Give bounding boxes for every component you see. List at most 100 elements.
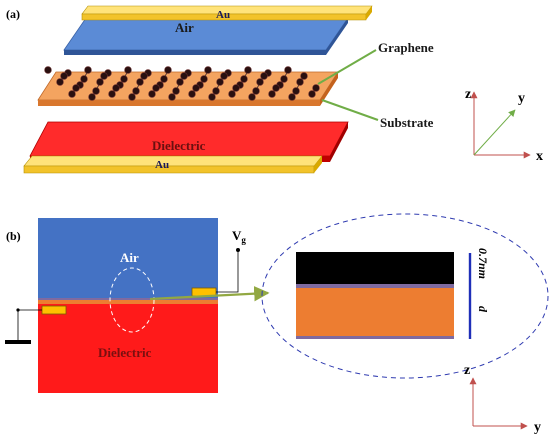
- air-region: [38, 218, 218, 298]
- graphene-atom: [108, 90, 116, 98]
- graphene-atom: [92, 87, 100, 95]
- graphene-atom: [192, 84, 200, 92]
- axes-a: z y x: [465, 87, 543, 164]
- graphene-atom: [244, 66, 252, 74]
- bottom-au-label: Au: [155, 159, 169, 171]
- air-label: Air: [175, 20, 194, 35]
- graphene-atom: [284, 66, 292, 74]
- axes-b: z y: [464, 363, 541, 435]
- graphene-atom: [168, 93, 176, 101]
- graphene-atom: [188, 90, 196, 98]
- graphene-atom: [112, 84, 120, 92]
- graphene-atom: [148, 90, 156, 98]
- graphene-atom: [124, 66, 132, 74]
- graphene-atom: [296, 78, 304, 86]
- axis-a-x-label: x: [536, 149, 543, 164]
- graphene-atom: [160, 75, 168, 83]
- graphene-atom: [260, 72, 268, 80]
- bottom-au-electrode: [23, 155, 323, 174]
- graphene-atom: [228, 90, 236, 98]
- ground-contact: [41, 305, 67, 315]
- graphene-atom: [128, 93, 136, 101]
- zoom-region: [109, 267, 155, 333]
- air-region-label: Air: [120, 250, 139, 265]
- gate-voltage-subscript: g: [241, 235, 246, 245]
- graphene-atom: [176, 78, 184, 86]
- zoom-arrow: [149, 286, 270, 302]
- graphene-atom: [140, 72, 148, 80]
- graphene-atom: [216, 78, 224, 86]
- thickness-value: 0.7nm: [476, 248, 490, 279]
- graphene-atom: [84, 66, 92, 74]
- dielectric-label: Dielectric: [152, 138, 206, 153]
- graphene-callout-line: [317, 49, 377, 85]
- top-au-electrode: [81, 5, 373, 21]
- substrate-strip: [38, 300, 218, 304]
- panel-a-label: (a): [6, 7, 20, 21]
- graphene-atom: [204, 66, 212, 74]
- gate-voltage-label: Vg: [232, 228, 246, 245]
- inset-ellipse: [261, 213, 549, 379]
- graphene-atom: [180, 72, 188, 80]
- air-slab: [63, 17, 349, 55]
- graphene-atom: [212, 87, 220, 95]
- axis-a-z-label: z: [465, 87, 471, 102]
- top-au-label: Au: [216, 9, 230, 21]
- gate-wire: [216, 250, 239, 293]
- gate-terminal: [236, 248, 240, 252]
- graphene-atom: [208, 93, 216, 101]
- dielectric-region: [38, 304, 218, 393]
- graphene-atom: [164, 66, 172, 74]
- graphene-atom: [312, 84, 320, 92]
- graphene-atom: [280, 75, 288, 83]
- graphene-atom: [44, 66, 52, 74]
- graphene-atom: [96, 78, 104, 86]
- graphene-atom: [136, 78, 144, 86]
- graphene-atom: [88, 93, 96, 101]
- graphene-atom: [268, 90, 276, 98]
- graphene-line: [38, 298, 218, 300]
- substrate-callout-line: [321, 99, 379, 121]
- graphene-atom: [288, 93, 296, 101]
- graphene-atom: [272, 84, 280, 92]
- graphene-atom: [220, 72, 228, 80]
- graphene-atom: [100, 72, 108, 80]
- graphene-atom: [200, 75, 208, 83]
- graphene-atom: [240, 75, 248, 83]
- graphene-atom: [132, 87, 140, 95]
- graphene-atom: [232, 84, 240, 92]
- axis-b-z-label: z: [464, 363, 470, 378]
- graphene-atom: [256, 78, 264, 86]
- graphene-atom: [80, 75, 88, 83]
- graphene-callout-label: Graphene: [378, 40, 434, 55]
- graphene-lattice: [44, 66, 320, 101]
- graphene-atom: [152, 84, 160, 92]
- graphene-atom: [120, 75, 128, 83]
- inset-air-layer: [296, 252, 454, 284]
- graphene-atom: [308, 90, 316, 98]
- graphene-atom: [300, 72, 308, 80]
- graphene-atom: [252, 87, 260, 95]
- substrate-callout-label: Substrate: [380, 115, 434, 130]
- graphene-atom: [248, 93, 256, 101]
- axis-b-y-label: y: [534, 420, 541, 435]
- panel-b: (b) Air Dielectric Vg: [5, 213, 549, 435]
- ground-symbol: [5, 340, 31, 344]
- inset-substrate-layer: [296, 288, 454, 336]
- graphene-atom: [56, 78, 64, 86]
- inset-graphene-layer: [296, 284, 454, 288]
- graphene-atom: [72, 84, 80, 92]
- panel-a: (a) Au Air Graphene Substrate: [6, 5, 543, 174]
- ground-node: [16, 308, 20, 312]
- graphene-atom: [292, 87, 300, 95]
- axis-a-y-arrow: [473, 109, 516, 156]
- gate-voltage-symbol: V: [232, 228, 242, 243]
- graphene-atom: [172, 87, 180, 95]
- graphene-atom: [60, 72, 68, 80]
- inset-dielectric-edge: [296, 336, 454, 339]
- dielectric-region-label: Dielectric: [98, 345, 152, 360]
- panel-b-label: (b): [6, 229, 21, 243]
- axis-a-y-label: y: [518, 91, 525, 106]
- graphene-atom: [68, 90, 76, 98]
